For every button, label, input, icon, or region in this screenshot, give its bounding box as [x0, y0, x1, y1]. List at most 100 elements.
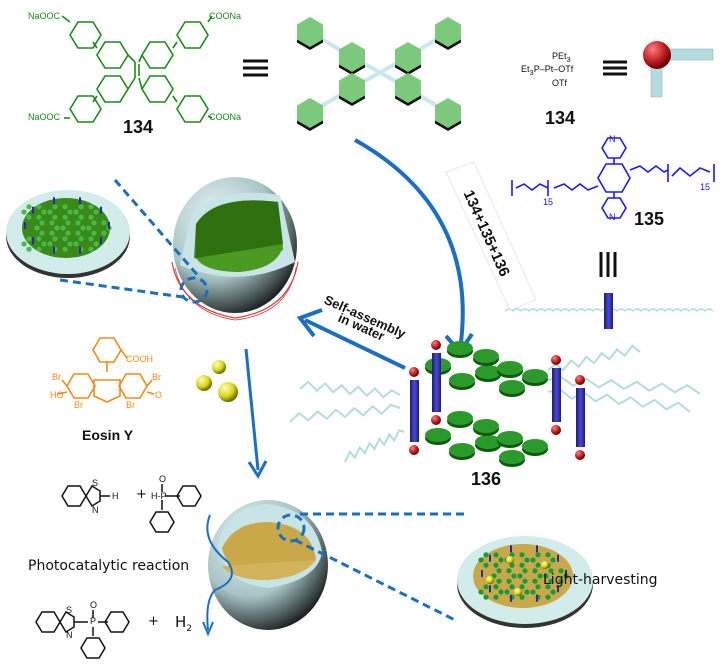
network-node: [101, 230, 107, 236]
network-node: [504, 589, 510, 595]
network-node: [558, 578, 564, 584]
network-node: [41, 209, 47, 215]
light-wave-arrow-head: [202, 621, 214, 637]
network-node: [493, 552, 499, 558]
network-node: [67, 209, 73, 215]
network-node: [496, 578, 502, 584]
network-node: [52, 204, 58, 210]
network-node: [493, 594, 499, 600]
network-node: [36, 214, 42, 220]
pillar-marker: [53, 197, 55, 205]
pillar-marker: [108, 222, 110, 229]
cage-hexagon: [473, 349, 499, 363]
network-node: [62, 236, 68, 242]
pt-label: 134: [545, 108, 576, 128]
pillar-marker: [32, 237, 34, 245]
pt-left-ligand: Et3P–Pt–OTf: [521, 64, 574, 77]
hexagon: [339, 73, 365, 103]
product-s-atom: S: [66, 605, 73, 615]
peg-tail: [547, 344, 641, 372]
network-node: [62, 246, 68, 252]
pt-center: Pt: [544, 64, 554, 74]
h2-product: H2: [175, 613, 192, 634]
vesicle-gold: [208, 500, 328, 630]
network-node: [54, 225, 60, 231]
pt-top-text: PEt: [552, 51, 567, 61]
pt-node: [551, 355, 561, 365]
network-node: [483, 594, 489, 600]
network-node: [524, 589, 530, 595]
hexagon: [435, 17, 461, 47]
network-node: [88, 246, 94, 252]
hexagon: [395, 73, 421, 103]
cage-hexagon: [447, 411, 473, 425]
pillar-n-bottom: N: [609, 212, 616, 222]
network-node: [34, 225, 40, 231]
pillar-marker: [32, 206, 34, 214]
hexagon: [297, 17, 323, 47]
h2-subscript: 2: [186, 624, 193, 634]
network-node: [41, 241, 47, 247]
product-o-atom: O: [90, 600, 98, 610]
network-node: [75, 230, 81, 236]
equivalence-symbol-3: [599, 252, 617, 277]
cage-label: 136: [471, 469, 502, 489]
ligand-substituent-lr: COONa: [209, 112, 242, 122]
network-node: [545, 594, 551, 600]
network-node: [47, 241, 53, 247]
network-node: [62, 214, 68, 220]
reactant-n-atom: N: [92, 505, 99, 515]
network-node: [558, 568, 564, 574]
pt-node: [551, 425, 561, 435]
network-node: [506, 578, 512, 584]
equivalence-symbol-2: [603, 60, 627, 76]
network-node: [47, 209, 53, 215]
network-node: [26, 246, 32, 252]
network-node: [60, 225, 66, 231]
cage-hexagon: [497, 431, 523, 445]
ligand-substituent-ll: NaOOC: [28, 112, 61, 122]
pt-node: [431, 340, 441, 350]
network-node: [511, 573, 517, 579]
pt-left-text: Et: [521, 64, 530, 74]
product-p-atom: P: [90, 616, 97, 626]
network-node: [548, 568, 554, 574]
reactant-o-atom: O: [159, 474, 167, 484]
network-node: [483, 584, 489, 590]
network-node: [519, 594, 525, 600]
reaction-plus-1: +: [136, 487, 147, 502]
network-node: [493, 584, 499, 590]
eosin-br-3: Br: [74, 400, 83, 410]
network-node: [88, 204, 94, 210]
eosin-dot: [506, 556, 514, 564]
cage-pillar: [552, 368, 561, 422]
network-node: [86, 225, 92, 231]
peg-tail: [344, 428, 405, 463]
network-node: [535, 584, 541, 590]
network-node: [21, 241, 27, 247]
network-node: [545, 552, 551, 558]
network-node: [535, 562, 541, 568]
pillar-marker: [536, 594, 538, 602]
cage-hexagon: [522, 369, 548, 383]
network-node: [530, 557, 536, 563]
network-node: [483, 552, 489, 558]
vesicle-green: [171, 177, 299, 321]
product-n-atom: N: [66, 630, 73, 640]
network-node: [478, 589, 484, 595]
eosin-cooh: COOH: [126, 354, 153, 364]
pt-ball: [643, 41, 671, 69]
network-node: [530, 589, 536, 595]
network-node: [88, 214, 94, 220]
network-node: [78, 236, 84, 242]
pt-bottom-ligand: OTf: [552, 78, 567, 88]
network-node: [535, 552, 541, 558]
pt-top-ligand: PEt3: [552, 51, 571, 64]
pillar-marker: [557, 554, 559, 562]
hexagon: [435, 98, 461, 128]
network-node: [36, 246, 42, 252]
pt-left-end: P: [533, 64, 540, 74]
pillar-marker: [536, 545, 538, 553]
membrane-disc-green: [6, 190, 130, 278]
